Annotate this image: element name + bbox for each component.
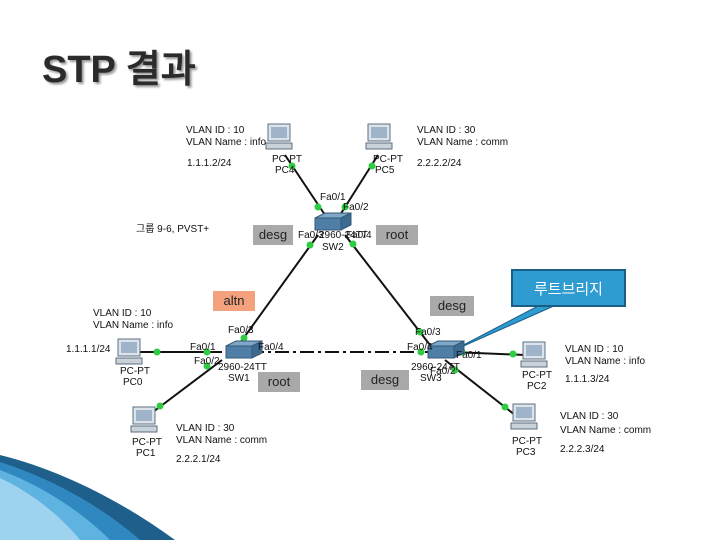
pc4-name: PC4	[275, 165, 295, 176]
pc2-vlan-id: VLAN ID : 10	[565, 344, 624, 355]
pc5-name: PC5	[375, 165, 395, 176]
link-sw2-sw3	[344, 234, 431, 346]
group-note: 그룹 9-6, PVST+	[136, 224, 210, 235]
role-sw3-top: desg	[430, 296, 474, 316]
role-sw3-bottom: desg	[361, 370, 409, 390]
pc2-ip: 1.1.1.3/24	[565, 374, 610, 385]
sw2-port-fa04: Fa0/4	[346, 230, 372, 241]
corner-decoration	[0, 455, 175, 540]
pc1-vlan-id: VLAN ID : 30	[176, 423, 235, 434]
sw1-port-fa03: Fa0/3	[228, 325, 254, 336]
pc5-vlan-id: VLAN ID : 30	[417, 125, 476, 136]
pc-icon	[115, 338, 143, 365]
role-sw1-top: altn	[213, 291, 255, 311]
sw2-port-fa01: Fa0/1	[320, 192, 346, 203]
pc4-vlan-name: VLAN Name : info	[186, 137, 267, 148]
sw2-name: SW2	[322, 242, 344, 253]
switch-icon	[314, 212, 352, 231]
pc0-name: PC0	[123, 377, 143, 388]
switch-icon	[225, 340, 263, 359]
sw2-model: 2960-24TT	[319, 230, 368, 241]
pc3-vlan-name: VLAN Name : comm	[560, 425, 652, 436]
pc3-type: PC-PT	[512, 436, 542, 447]
sw3-port-fa01: Fa0/1	[456, 350, 482, 361]
sw2-port-fa03: Fa0/3	[298, 230, 324, 241]
root-bridge-callout: 루트브리지	[511, 269, 626, 307]
pc2-name: PC2	[527, 381, 547, 392]
role-sw2-left: desg	[253, 225, 293, 245]
pc1-vlan-name: VLAN Name : comm	[176, 435, 268, 446]
pc5-ip: 2.2.2.2/24	[417, 158, 462, 169]
role-sw2-right: root	[376, 225, 418, 245]
pc1-type: PC-PT	[132, 437, 162, 448]
pc3-ip: 2.2.2.3/24	[560, 444, 605, 455]
sw1-name: SW1	[228, 373, 250, 384]
sw2-port-fa02: Fa0/2	[343, 202, 369, 213]
sw1-port-fa01: Fa0/1	[190, 342, 216, 353]
pc4-vlan-id: VLAN ID : 10	[186, 125, 245, 136]
pc-icon	[265, 123, 293, 150]
sw3-model: 2960-24TT	[411, 362, 460, 373]
pc0-ip: 1.1.1.1/24	[66, 344, 111, 355]
pc3-name: PC3	[516, 447, 536, 458]
link-sw2-sw1	[234, 234, 319, 351]
sw3-port-fa04: Fa0/4	[407, 342, 433, 353]
sw3-name: SW3	[420, 373, 442, 384]
sw3-port-fa02: Fa0/2	[430, 366, 456, 377]
pc5-type: PC-PT	[373, 154, 403, 165]
switch-icon	[427, 340, 465, 359]
pc4-type: PC-PT	[272, 154, 302, 165]
role-sw1-bottom: root	[258, 372, 300, 392]
pc-icon	[365, 123, 393, 150]
pc5-vlan-name: VLAN Name : comm	[417, 137, 509, 148]
sw1-port-fa02: Fa0/2	[194, 356, 220, 367]
pc4-ip: 1.1.1.2/24	[187, 158, 232, 169]
pc-icon	[130, 406, 158, 433]
pc2-vlan-name: VLAN Name : info	[565, 356, 646, 367]
pc3-vlan-id: VLAN ID : 30	[560, 411, 619, 422]
pc-icon	[510, 403, 538, 430]
pc1-name: PC1	[136, 448, 156, 459]
pc0-vlan-id: VLAN ID : 10	[93, 308, 152, 319]
pc0-vlan-name: VLAN Name : info	[93, 320, 174, 331]
pc0-type: PC-PT	[120, 366, 150, 377]
sw3-port-fa03: Fa0/3	[415, 327, 441, 338]
sw1-port-fa04: Fa0/4	[258, 342, 284, 353]
pc2-type: PC-PT	[522, 370, 552, 381]
sw1-model: 2960-24TT	[218, 362, 267, 373]
pc-icon	[520, 341, 548, 368]
page-title: STP 결과	[42, 49, 196, 91]
pc1-ip: 2.2.2.1/24	[176, 454, 221, 465]
